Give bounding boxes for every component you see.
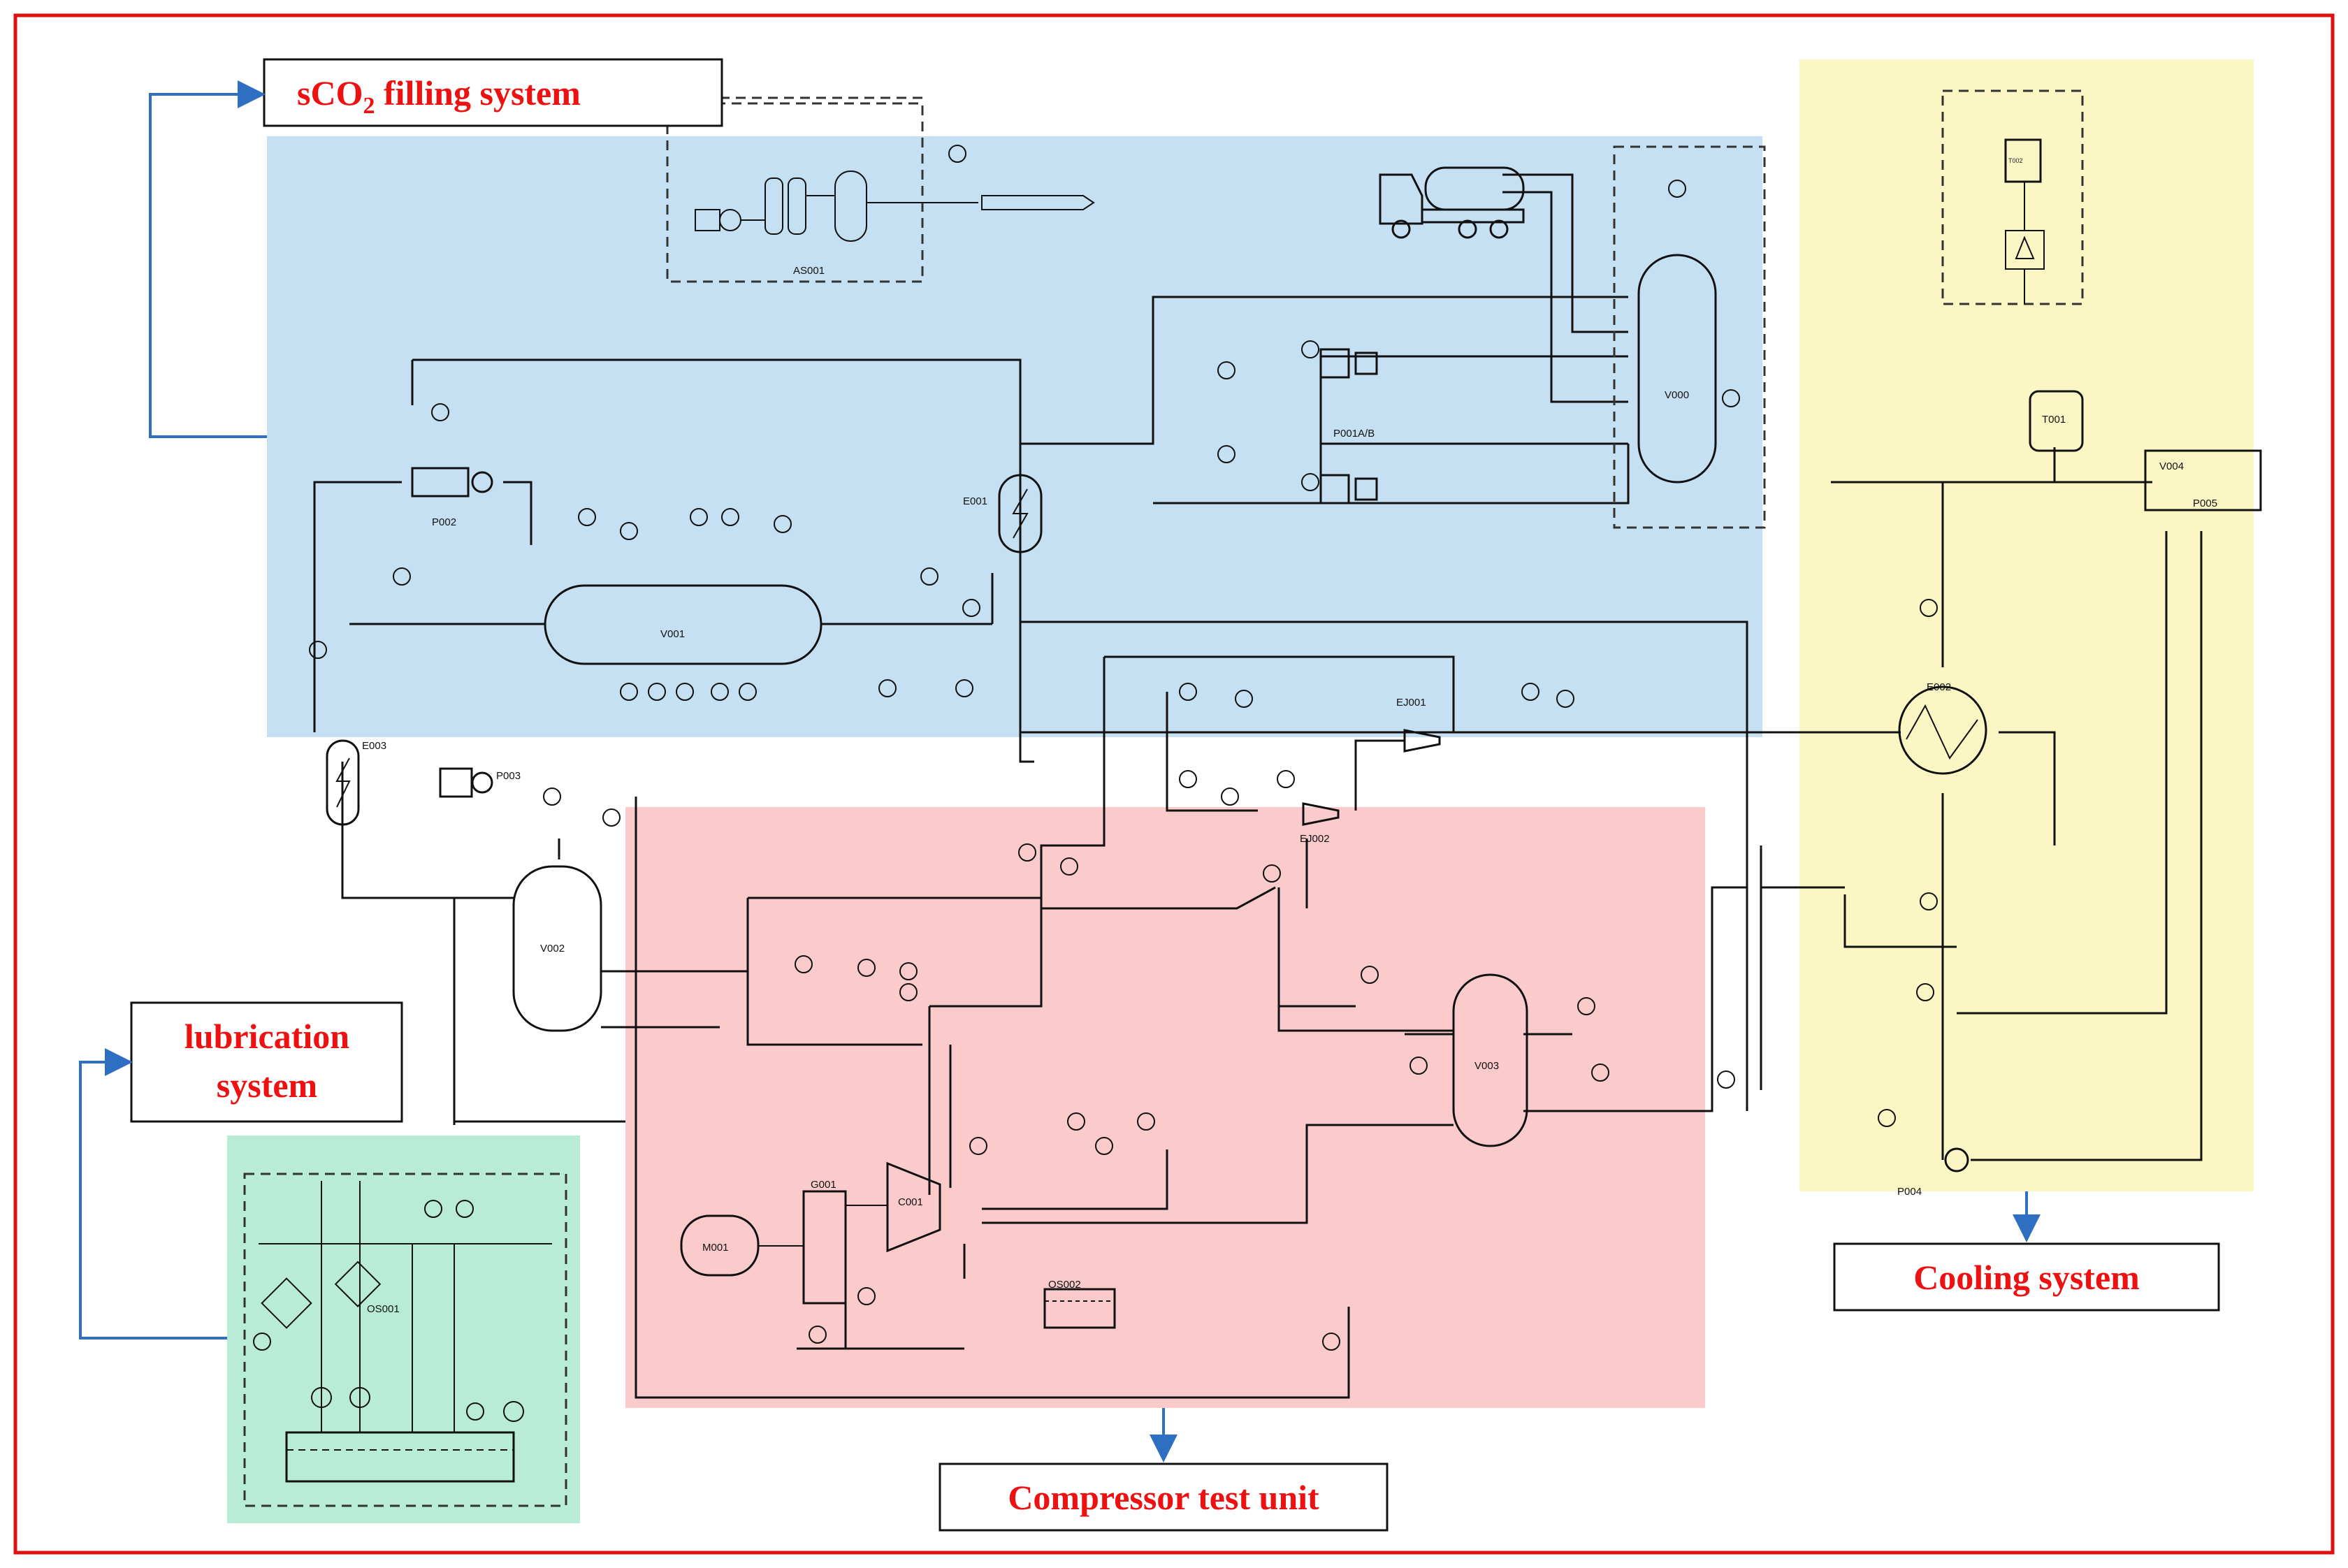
svg-text:Compressor test unit: Compressor test unit [1008, 1478, 1319, 1517]
e002-label: E002 [1927, 681, 1951, 693]
p002-label: P002 [432, 516, 456, 528]
v003-label: V003 [1474, 1060, 1499, 1072]
p005-label: P005 [2193, 498, 2217, 509]
compressor-test-zone [625, 807, 1705, 1408]
v001-label: V001 [660, 628, 685, 640]
label-arrows [79, 80, 2041, 1462]
os001-label: OS001 [367, 1303, 400, 1315]
equipment: AS001 V000 P001A/B V001 P002 [243, 89, 2262, 1507]
t001-label: T001 [2042, 414, 2066, 426]
e003-label: E003 [362, 740, 386, 752]
as001-label: AS001 [793, 265, 825, 277]
g001-label: G001 [811, 1179, 836, 1191]
svg-text:sCO2 filling system: sCO2 filling system [297, 73, 581, 119]
os002-label: OS002 [1048, 1279, 1081, 1291]
cooling-system-zone [1799, 59, 2254, 1191]
p004-label: P004 [1897, 1186, 1922, 1198]
filling-system-label: sCO2 filling system [263, 58, 723, 127]
svg-text:Cooling system: Cooling system [1913, 1258, 2140, 1297]
filling-system-zone [267, 136, 1762, 737]
p001-label: P001A/B [1333, 428, 1375, 440]
e001-label: E001 [963, 495, 987, 507]
instrument-bubbles [253, 145, 1938, 1421]
t002-label: T002 [2008, 157, 2023, 164]
outer-frame [13, 13, 2335, 1555]
ej001-label: EJ001 [1396, 697, 1426, 709]
v000-label: V000 [1665, 389, 1689, 401]
tanker-truck-icon [1379, 166, 1525, 239]
pipe-network [313, 173, 2203, 1399]
ej002-label: EJ002 [1300, 833, 1330, 845]
svg-text:system: system [217, 1066, 317, 1105]
p003-label: P003 [496, 770, 521, 782]
v004-label: V004 [2159, 460, 2184, 472]
svg-text:lubrication: lubrication [184, 1017, 349, 1056]
compressor-test-unit-label: Compressor test unit [939, 1462, 1389, 1532]
lubrication-system-label: lubrication system [130, 1001, 403, 1123]
m001-label: M001 [702, 1242, 729, 1254]
c001-label: C001 [898, 1196, 923, 1208]
v002-label: V002 [540, 943, 565, 954]
cooling-system-label: Cooling system [1833, 1242, 2220, 1312]
